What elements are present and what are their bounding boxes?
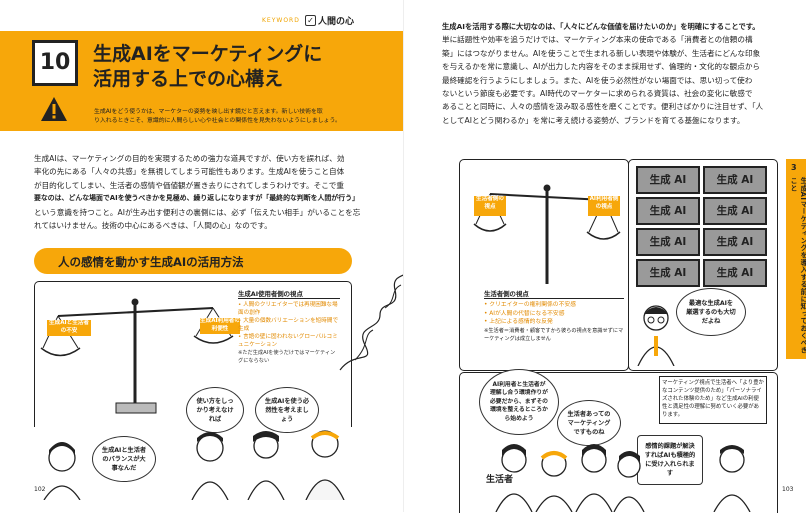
body-line: が目的化してしまい、生活者の感情や価値観が置き去りにされてしまうわけです。そこで… bbox=[34, 180, 344, 190]
side-tab-text: 生成AIマーケティングを導入する前に知っておくべきこと bbox=[789, 177, 806, 354]
body-text: 生成AIは、マーケティングの目的を実現するための強力な道具ですが、使い方を誤れば… bbox=[34, 152, 384, 232]
consumer-view-note: ※生活者＝消費者・顧客ですから彼らの視点を意識せずにマーケティングは成立しません bbox=[484, 327, 624, 342]
person-glasses-icon bbox=[637, 305, 675, 366]
section-heading-bar bbox=[34, 248, 352, 274]
body-line-bold: 要なのは、どんな場面でAIを使うべきかを見極め、繰り返しになりますが「最終的な判… bbox=[34, 194, 359, 203]
genai-box: 生成 AI bbox=[703, 228, 767, 256]
body-line: あることと同時に、人々の感情を汲み取る感性を磨くことです。便利さばかりに注目せず… bbox=[442, 102, 764, 112]
section-heading: 人の感情を動かす生成AIの活用方法 bbox=[58, 255, 244, 269]
genai-box: 生成 AI bbox=[703, 197, 767, 225]
warning-text-line1: 生成AIをどう使うかは、マーケターの姿勢を映し出す鏡だと言えます。新しい技術を取 bbox=[94, 109, 323, 115]
page-title-line1: 生成AIをマーケティングに bbox=[93, 43, 323, 65]
consumers-illustration-icon bbox=[495, 444, 751, 512]
user-view-item: • 人間のクリエイターでは再現困難な場面の創作 bbox=[238, 302, 338, 316]
scale-left-plate: 生成AIと生活者の不安 bbox=[47, 320, 91, 336]
genai-box: 生成 AI bbox=[636, 166, 700, 194]
page-title-line2: 活用する上での心構え bbox=[93, 68, 284, 90]
consumer-frame bbox=[459, 159, 629, 371]
genai-box: 生成 AI bbox=[703, 259, 767, 287]
keyword-label-en: KEYWORD bbox=[262, 17, 300, 24]
user-view-item: • 大量の個数バリエーションを短時間で生成 bbox=[238, 318, 339, 332]
body-line: を与えるかを常に意識し、AIが出力した内容をそのまま採用せず、倫理的・文化的な観… bbox=[442, 62, 761, 72]
body-line: 最終確認を行うようにしましょう。また、AIを使う必然性がない場面では、思い切って… bbox=[442, 75, 753, 85]
people-illustration-icon bbox=[43, 430, 345, 500]
user-view-note: ※ただ生成AIを使うだけではマーケティングにならない bbox=[238, 350, 336, 364]
body-line: 率化の先にある「人々の共感」を無視してしまう可能性もあります。生成AIを使うこと… bbox=[34, 167, 345, 177]
page-number-right: 103 bbox=[782, 486, 794, 493]
body-line: としてAIとどう関わるか」を常に考え続ける姿勢が、ブランドを育てる基盤になります… bbox=[442, 115, 745, 125]
body-line: れてはいけません。技術の中心にあるべきは、「人間の心」なのです。 bbox=[34, 221, 272, 231]
user-view-box: 生成AI使用者側の視点 • 人間のクリエイターでは再現困難な場面の創作 • 大量… bbox=[238, 289, 340, 385]
balance-scale-icon bbox=[473, 184, 621, 284]
body-line: ないという節度も必要です。AI時代のマーケターに求められる資質は、社会の変化に敏… bbox=[442, 89, 753, 99]
body-text-right: 生成AIを活用する際に大切なのは、「人々にどんな価値を届けたいのか」を明確にする… bbox=[442, 20, 776, 127]
chapter-side-tab bbox=[786, 159, 806, 359]
warning-text: 生成AIをどう使うかは、マーケターの姿勢を映し出す鏡だと言えます。新しい技術を取… bbox=[94, 108, 394, 126]
consumer-label: 生活者 bbox=[486, 475, 514, 485]
user-view-title: 生成AI使用者側の視点 bbox=[238, 289, 340, 299]
speech-bubble-optimal: 最適な生成AIを厳選するのも大切だよね bbox=[676, 288, 746, 336]
genai-box: 生成 AI bbox=[636, 259, 700, 287]
marketing-note: マーケティング視点で生活者へ「より豊かなコンテンツ提供のため」「パーソナライズさ… bbox=[659, 376, 767, 424]
scale-right-plate: 生成AI利用者の利便性 bbox=[200, 318, 240, 334]
genai-box: 生成 AI bbox=[703, 166, 767, 194]
side-tab-number: 3 bbox=[791, 163, 797, 172]
warning-text-line2: り入れるときこそ、意識的に人間らしい心や社会との関係性を見失わないようにしましょ… bbox=[94, 118, 341, 124]
speech-bubble-emotion: 感情的課題が解決すればAIも積極的に受け入れられます bbox=[637, 435, 703, 485]
consumer-view-item: • クリエイターの権利関係の不安感 bbox=[484, 302, 576, 308]
left-page: KEYWORD ✓ 人間の心 10 生成AIをマーケティングに 活用する上での心… bbox=[0, 0, 403, 512]
chapter-number: 10 bbox=[32, 40, 78, 86]
speech-bubble-a: 使い方をしっかり考えなければ bbox=[186, 387, 244, 433]
consumer-view-box: 生活者側の視点 • クリエイターの権利関係の不安感 • AIが人間の代替になる不… bbox=[484, 289, 624, 343]
right-page: 生成AIを活用する際に大切なのは、「人々にどんな価値を届けたいのか」を明確にする… bbox=[403, 0, 806, 513]
page-number-left: 102 bbox=[34, 486, 46, 493]
consumer-view-title: 生活者側の視点 bbox=[484, 289, 624, 299]
warning-icon bbox=[40, 96, 68, 122]
genai-box: 生成 AI bbox=[636, 197, 700, 225]
body-line: 生成AIは、マーケティングの目的を実現するための強力な道具ですが、使い方を誤れば… bbox=[34, 154, 345, 163]
speech-bubble-people: 生活者あってのマーケティングですものね bbox=[557, 400, 621, 446]
body-line: 築」にはつながりません。AIを使うことで生まれる新しい表現や体験が、生活者にどん… bbox=[442, 48, 761, 58]
speech-bubble-env: AI利用者と生活者が理解し合う環境作りが必要だから、まずその環境を整えるところか… bbox=[479, 369, 559, 435]
scale-right-plate: AI利用者側の視点 bbox=[588, 196, 620, 216]
body-line-bold: 生成AIを活用する際に大切なのは、「人々にどんな価値を届けたいのか」を明確にする… bbox=[442, 22, 760, 31]
speech-bubble-c: 生成AIと生活者のバランスが大事なんだ bbox=[92, 436, 156, 482]
body-line: という意識を持つこと。AIが生み出す便利さの裏側には、必ず「伝えたい相手」がいる… bbox=[34, 207, 361, 217]
balance-scale-icon bbox=[40, 298, 234, 414]
consumer-view-item: • 上記による感情的な反発 bbox=[484, 319, 553, 325]
consumer-view-item: • AIが人間の代替になる不安感 bbox=[484, 310, 565, 317]
user-view-item: • 言語の壁に固われないグローバルコミュニケーション bbox=[238, 334, 338, 348]
scale-left-plate: 生活者側の視点 bbox=[474, 196, 506, 216]
check-icon: ✓ bbox=[305, 15, 316, 26]
body-line: 単に話題性や効率を追うだけでは、マーケティング本来の使命である「消費者との信頼の… bbox=[442, 35, 753, 45]
speech-bubble-b: 生成AIを使う必然性を考えましょう bbox=[255, 387, 319, 433]
keyword-label: 人間の心 bbox=[318, 17, 355, 27]
genai-box: 生成 AI bbox=[636, 228, 700, 256]
